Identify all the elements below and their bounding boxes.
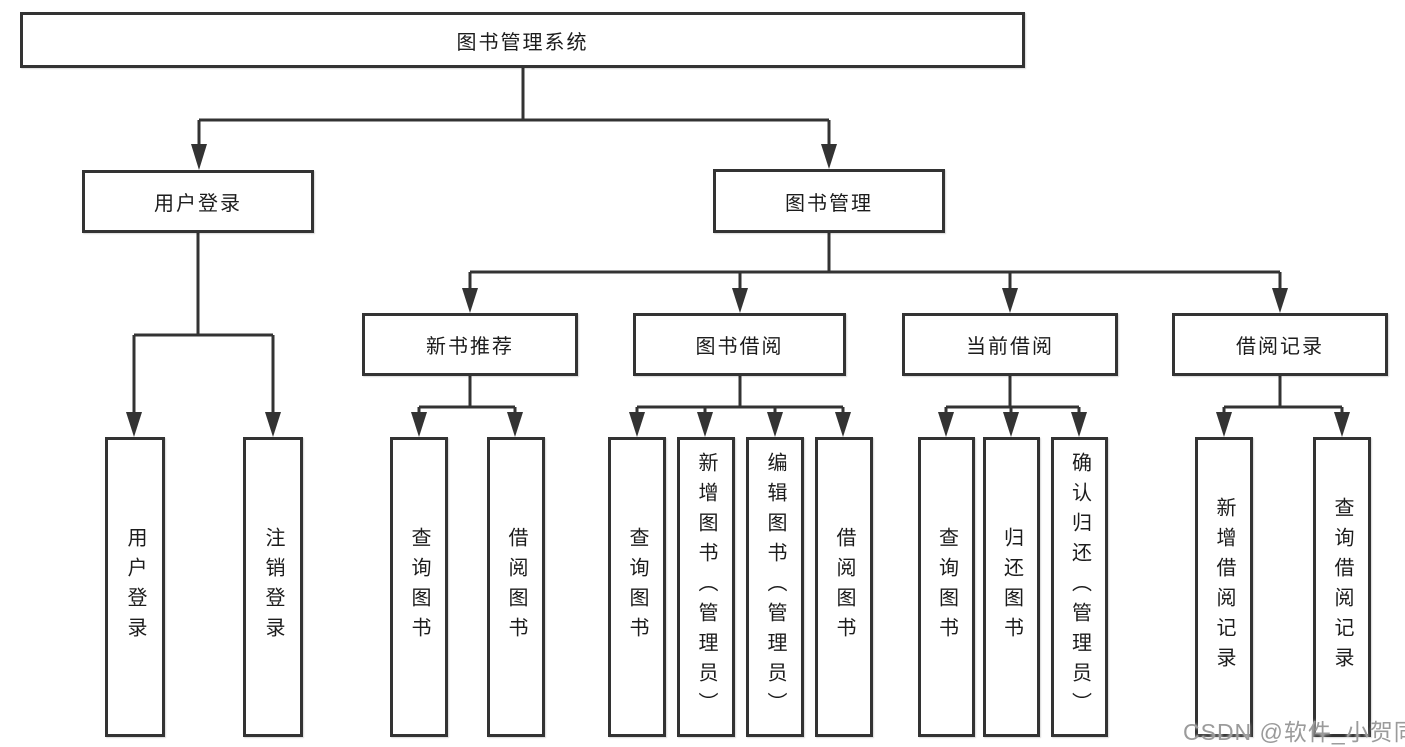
node-leaf-add-book-admin-label: 新增图书（管理员） — [695, 452, 717, 722]
node-leaf-borrow-book-1: 借阅图书 — [487, 437, 545, 737]
node-leaf-add-book-admin: 新增图书（管理员） — [677, 437, 735, 737]
node-book-borrow: 图书借阅 — [633, 313, 846, 376]
node-leaf-query-book-2: 查询图书 — [608, 437, 666, 737]
node-user-login-module: 用户登录 — [82, 170, 314, 233]
node-leaf-add-borrow-record-label: 新增借阅记录 — [1213, 497, 1235, 677]
node-leaf-borrow-book-2: 借阅图书 — [815, 437, 873, 737]
node-root-system-label: 图书管理系统 — [456, 31, 589, 54]
node-leaf-query-book-3-label: 查询图书 — [935, 527, 958, 647]
node-current-borrow-label: 当前借阅 — [966, 336, 1054, 358]
node-leaf-return-book-label: 归还图书 — [1000, 527, 1023, 647]
node-root-system: 图书管理系统 — [20, 12, 1025, 68]
node-borrow-records-label: 借阅记录 — [1236, 336, 1324, 358]
node-leaf-query-borrow-record: 查询借阅记录 — [1313, 437, 1371, 737]
node-book-management: 图书管理 — [713, 169, 945, 233]
node-leaf-confirm-return-admin-label: 确认归还（管理员） — [1068, 452, 1091, 722]
node-current-borrow: 当前借阅 — [902, 313, 1118, 376]
node-user-login-module-label: 用户登录 — [154, 193, 242, 215]
node-book-management-label: 图书管理 — [785, 192, 873, 215]
node-book-borrow-label: 图书借阅 — [695, 336, 784, 358]
node-leaf-return-book: 归还图书 — [983, 437, 1040, 737]
node-new-book-recommend: 新书推荐 — [362, 313, 578, 376]
node-leaf-query-book-2-label: 查询图书 — [626, 527, 648, 647]
node-leaf-user-login: 用户登录 — [105, 437, 165, 737]
node-leaf-user-login-label: 用户登录 — [124, 527, 146, 647]
node-leaf-borrow-book-2-label: 借阅图书 — [833, 527, 855, 647]
node-leaf-add-borrow-record: 新增借阅记录 — [1195, 437, 1253, 737]
node-leaf-query-book-3: 查询图书 — [918, 437, 975, 737]
arrowheads — [126, 144, 1350, 437]
csdn-watermark: CSDN @软件_小贺同学 — [1183, 719, 1405, 745]
node-leaf-edit-book-admin-label: 编辑图书（管理员） — [764, 452, 786, 722]
node-leaf-query-book-1-label: 查询图书 — [408, 527, 430, 647]
node-leaf-confirm-return-admin: 确认归还（管理员） — [1051, 437, 1108, 737]
node-new-book-recommend-label: 新书推荐 — [426, 336, 514, 358]
node-borrow-records: 借阅记录 — [1172, 313, 1388, 376]
node-leaf-logout: 注销登录 — [243, 437, 303, 737]
node-leaf-logout-label: 注销登录 — [262, 527, 284, 647]
node-leaf-query-borrow-record-label: 查询借阅记录 — [1331, 497, 1353, 677]
node-leaf-borrow-book-1-label: 借阅图书 — [505, 527, 527, 647]
node-leaf-edit-book-admin: 编辑图书（管理员） — [746, 437, 804, 737]
node-leaf-query-book-1: 查询图书 — [390, 437, 448, 737]
